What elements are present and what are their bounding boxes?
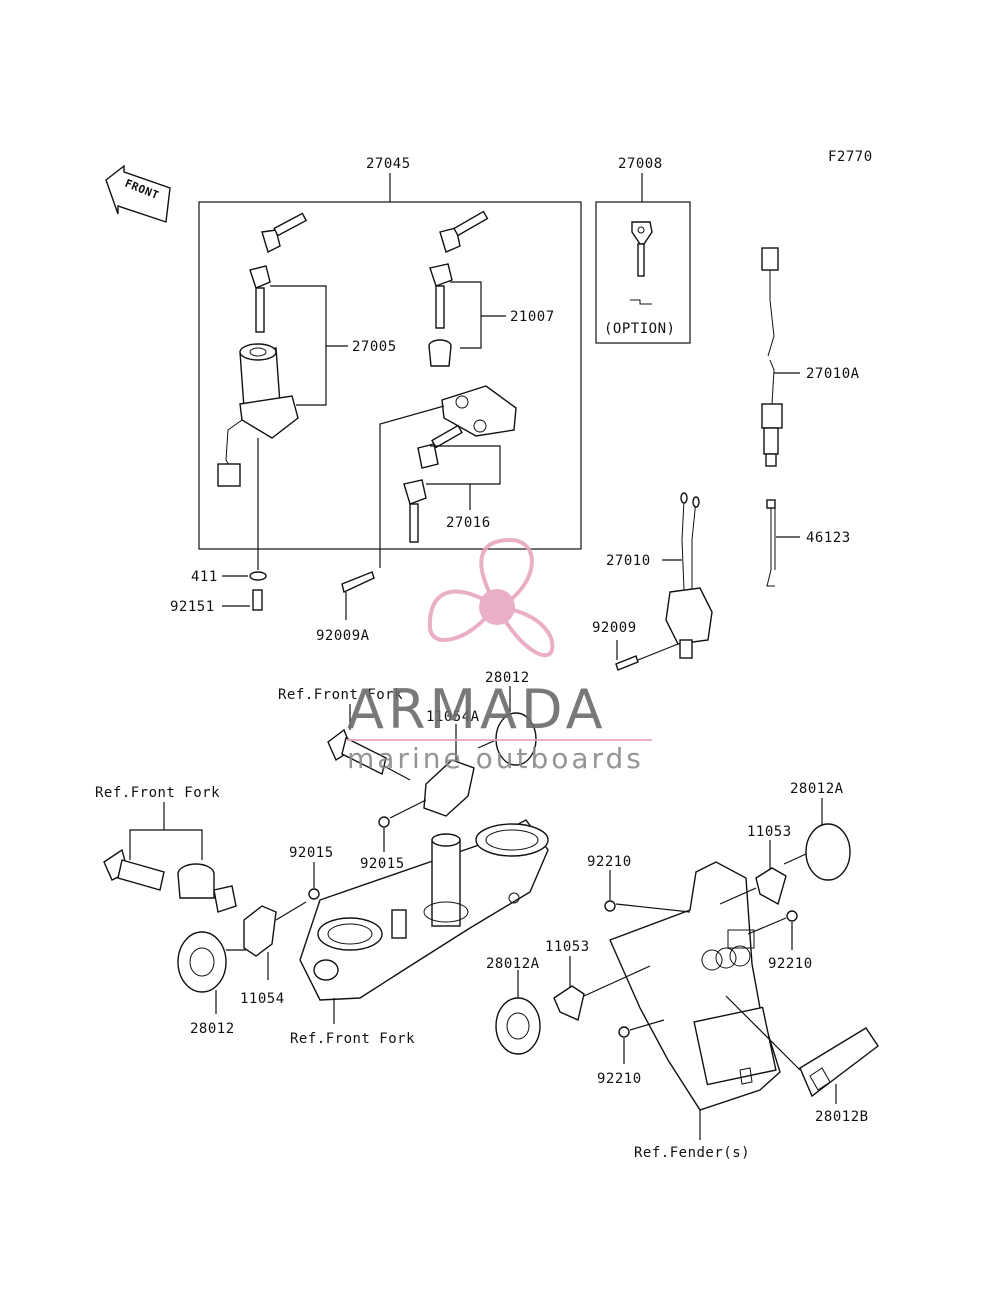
nut-92210-c-icon bbox=[618, 1026, 630, 1038]
washer-icon bbox=[249, 571, 267, 581]
watermark-tagline: marine outboards bbox=[347, 742, 644, 775]
bolt-icon bbox=[327, 728, 387, 776]
propeller-logo-icon bbox=[427, 537, 555, 658]
bracket-11053-top-icon bbox=[755, 867, 787, 906]
reflector-28012a-bottom-icon bbox=[495, 997, 541, 1055]
label-92015-a: 92015 bbox=[289, 845, 334, 861]
label-11053-top: 11053 bbox=[747, 824, 792, 840]
kit-box-27008 bbox=[595, 201, 691, 344]
screw-92009-icon bbox=[615, 655, 639, 671]
watermark-brand: ARMADA bbox=[347, 678, 607, 741]
nut-92015-b-icon bbox=[378, 816, 390, 828]
bracket-11054-icon bbox=[243, 905, 277, 957]
label-92210-c: 92210 bbox=[597, 1071, 642, 1087]
label-92009a: 92009A bbox=[316, 628, 370, 644]
label-21007: 21007 bbox=[510, 309, 555, 325]
label-11054: 11054 bbox=[240, 991, 285, 1007]
label-92009: 92009 bbox=[592, 620, 637, 636]
label-27045: 27045 bbox=[366, 156, 411, 172]
label-27005: 27005 bbox=[352, 339, 397, 355]
ignition-switch-icon bbox=[217, 343, 299, 487]
ref-front-fork-top: Ref.Front Fork bbox=[278, 687, 403, 703]
seat-lock-icon bbox=[403, 385, 517, 543]
option-key-icon bbox=[630, 221, 653, 305]
screw-92009a-icon bbox=[341, 571, 375, 593]
screw-icon bbox=[252, 589, 263, 611]
label-92210-a: 92210 bbox=[587, 854, 632, 870]
label-28012-top: 28012 bbox=[485, 670, 530, 686]
nut-92210-b-icon bbox=[786, 910, 798, 922]
label-46123: 46123 bbox=[806, 530, 851, 546]
bracket-11054a-icon bbox=[423, 759, 475, 817]
label-92151: 92151 bbox=[170, 599, 215, 615]
label-92015-b: 92015 bbox=[360, 856, 405, 872]
label-28012a-top: 28012A bbox=[790, 781, 844, 797]
label-28012a-bottom: 28012A bbox=[486, 956, 540, 972]
label-411: 411 bbox=[191, 569, 218, 585]
label-11053-b: 11053 bbox=[545, 939, 590, 955]
label-27010a: 27010A bbox=[806, 366, 860, 382]
label-28012-bottom: 28012 bbox=[190, 1021, 235, 1037]
label-27010: 27010 bbox=[606, 553, 651, 569]
switch-27010-icon bbox=[665, 492, 713, 659]
spring-46123-icon bbox=[766, 499, 776, 587]
reflector-28012-bottom-icon bbox=[177, 931, 227, 993]
fork-collar-icon bbox=[177, 863, 237, 913]
ref-front-fork-bottom: Ref.Front Fork bbox=[290, 1031, 415, 1047]
nut-92015-a-icon bbox=[308, 888, 320, 900]
switch-27010a-icon bbox=[761, 247, 783, 467]
watermark: ARMADA marine outboards bbox=[347, 537, 652, 775]
label-92210-b: 92210 bbox=[768, 956, 813, 972]
nut-92210-a-icon bbox=[604, 900, 616, 912]
lock-cap-icon bbox=[428, 339, 452, 367]
reflector-28012a-top-icon bbox=[805, 823, 851, 881]
rear-fender-icon bbox=[609, 861, 781, 1111]
figure-code: F2770 bbox=[828, 149, 873, 165]
option-label: (OPTION) bbox=[604, 321, 675, 337]
ref-front-fork-left: Ref.Front Fork bbox=[95, 785, 220, 801]
left-bolt-icon bbox=[103, 848, 165, 891]
label-28012b: 28012B bbox=[815, 1109, 869, 1125]
ref-fender: Ref.Fender(s) bbox=[634, 1145, 750, 1161]
front-arrow-icon: FRONT bbox=[105, 164, 171, 223]
label-11054a: 11054A bbox=[426, 709, 480, 725]
triple-clamp-icon bbox=[299, 819, 549, 1001]
bracket-11053-b-icon bbox=[553, 985, 585, 1021]
key-21007-icon bbox=[429, 210, 489, 329]
key-pair-icon bbox=[249, 212, 308, 333]
label-27008: 27008 bbox=[618, 156, 663, 172]
label-27016: 27016 bbox=[446, 515, 491, 531]
reflector-28012b-icon bbox=[799, 1027, 879, 1098]
